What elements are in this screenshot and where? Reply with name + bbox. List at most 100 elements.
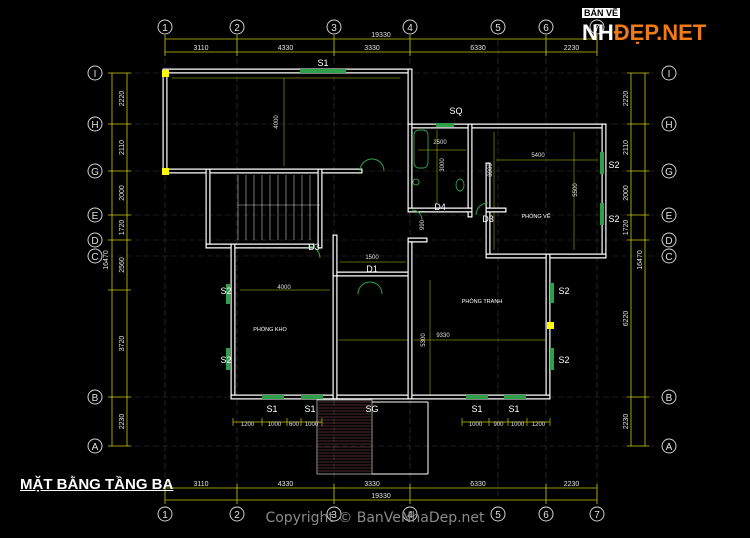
dim-opening-left-0: 1200 [241, 422, 255, 428]
grid-bubble-left-G [87, 163, 103, 179]
dim-interior-3: 5400 [531, 153, 545, 159]
grid-label-left-I: I [94, 69, 97, 80]
window-6 [600, 203, 604, 225]
window-3 [550, 283, 554, 303]
window-label-9: S1 [471, 404, 482, 414]
grid-label-right-H: H [665, 120, 672, 131]
grid-label-left-D: D [91, 236, 98, 247]
dim-bottom-seg-3: 6330 [470, 481, 486, 488]
logo-brand: NHĐẸP.NET [582, 20, 706, 46]
window-1 [226, 284, 230, 304]
grid-label-left-C: C [91, 252, 98, 263]
dim-bottom-seg-1: 4330 [278, 481, 294, 488]
dim-top-seg-0: 3110 [193, 45, 208, 52]
grid-label-bottom-6: 6 [543, 510, 549, 521]
balcony-door-swing [359, 158, 385, 172]
dim-interior-5: 5500 [573, 183, 579, 197]
dim-right-seg-5: 2230 [623, 414, 630, 430]
door-d3-left-swing [307, 245, 321, 259]
dim-bottom-seg-0: 3110 [193, 481, 208, 488]
entry-stair-outline [316, 399, 373, 475]
logo-brand-part1: NH [582, 20, 614, 45]
window-label-3: S2 [558, 286, 569, 296]
room-label-1: PHÒNG TRANH [462, 298, 503, 305]
dim-top-seg-3: 6330 [470, 45, 486, 52]
dim-top-total: 19330 [371, 32, 391, 39]
room-label-0: PHÒNG VẼ [521, 213, 550, 220]
grid-label-top-4: 4 [407, 23, 413, 34]
grid-label-right-A: A [666, 442, 673, 453]
grid-bubble-top-3 [326, 19, 342, 35]
grid-bubble-left-C [87, 248, 103, 264]
door-d3-right-swing [475, 202, 489, 216]
dim-bottom-seg-4: 2230 [564, 481, 580, 488]
toilet [455, 178, 465, 192]
door-d4-swing [411, 209, 423, 221]
grid-bubble-right-G [661, 163, 677, 179]
dim-opening-left-1: 1000 [268, 422, 282, 428]
dim-interior-4: 3900 [488, 163, 494, 177]
grid-label-bottom-2: 2 [234, 510, 240, 521]
dim-left-seg-4: 2560 [119, 257, 126, 273]
grid-label-top-6: 6 [543, 23, 549, 34]
dim-top-seg-1: 4330 [278, 45, 294, 52]
grid-bubble-bottom-6 [538, 506, 554, 522]
door-label-3: D4 [434, 202, 446, 212]
window-0 [300, 69, 346, 73]
window-11 [436, 123, 454, 127]
logo-brand-part2: ĐẸP.NET [613, 20, 707, 45]
dim-top-seg-4: 2230 [564, 45, 580, 52]
dim-interior-9: 5300 [421, 333, 427, 347]
dim-left-seg-1: 2110 [119, 140, 126, 155]
dim-opening-left-2: 600 [289, 422, 300, 428]
grid-label-bottom-7: 7 [594, 510, 600, 521]
window-label-12: SG [365, 404, 378, 414]
drawing-title: MẶT BẰNG TẦNG BA [20, 476, 174, 493]
column-marker-2 [547, 322, 554, 329]
grid-label-bottom-3: 3 [331, 510, 337, 521]
grid-label-right-I: I [668, 69, 671, 80]
dim-right-seg-0: 2220 [623, 91, 630, 107]
grid-label-right-D: D [665, 236, 672, 247]
dim-right-seg-4: 6220 [623, 311, 630, 327]
column-marker-1 [162, 168, 169, 175]
window-5 [600, 152, 604, 174]
grid-label-top-2: 2 [234, 23, 240, 34]
window-label-8: S1 [304, 404, 315, 414]
door-label-2: D3 [482, 214, 494, 224]
grid-bubble-top-6 [538, 19, 554, 35]
window-label-1: S2 [220, 286, 231, 296]
dim-opening-left-3: 1000 [305, 422, 319, 428]
window-8 [301, 395, 323, 399]
dim-right-seg-2: 2000 [623, 185, 630, 201]
grid-bubble-top-1 [157, 19, 173, 35]
dim-interior-7: 1500 [365, 255, 379, 261]
grid-bubble-right-D [661, 232, 677, 248]
dim-opening-right-3: 1200 [532, 422, 546, 428]
grid-bubble-top-5 [490, 19, 506, 35]
window-label-6: S2 [608, 214, 619, 224]
door-d1-swing [357, 281, 383, 295]
dimension-lines [108, 35, 649, 504]
bathtub [413, 129, 429, 169]
grid-label-right-C: C [665, 252, 672, 263]
window-7 [262, 395, 284, 399]
dim-opening-right-1: 900 [493, 422, 504, 428]
column-marker-0 [162, 70, 169, 77]
grid-label-top-1: 1 [162, 23, 168, 34]
dim-interior-0: 4000 [274, 115, 280, 129]
grid-bubble-right-H [661, 116, 677, 132]
dim-bottom-total: 19330 [371, 493, 391, 500]
grid-bubble-bottom-3 [326, 506, 342, 522]
window-label-10: S1 [508, 404, 519, 414]
grid-label-top-5: 5 [495, 23, 501, 34]
grid-label-right-G: G [665, 167, 673, 178]
grid-bubble-left-H [87, 116, 103, 132]
grid-bubble-right-B [661, 389, 677, 405]
grid-bubble-left-I [87, 65, 103, 81]
grid-bubble-right-A [661, 438, 677, 454]
dim-top-seg-2: 3330 [364, 45, 380, 52]
grid-label-right-E: E [666, 211, 673, 222]
window-9 [466, 395, 488, 399]
